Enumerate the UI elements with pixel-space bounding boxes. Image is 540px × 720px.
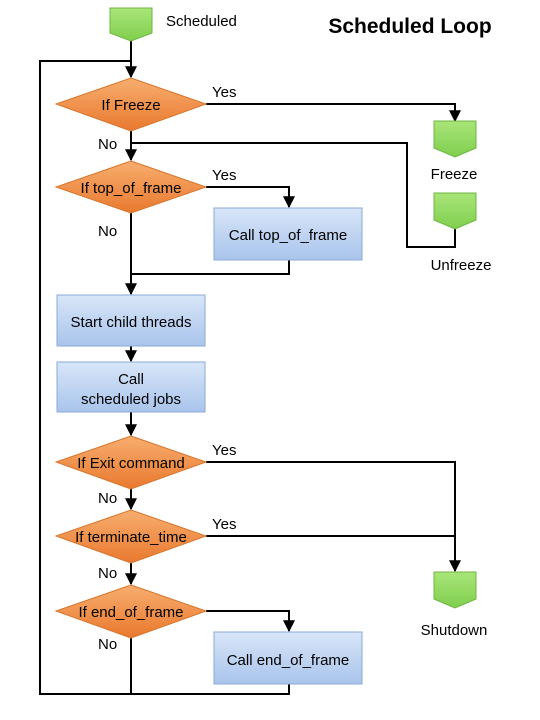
edge-call-top-of-frame-return bbox=[131, 260, 290, 275]
call-scheduled-jobs-box bbox=[56, 361, 206, 413]
call-top-of-frame-label: Call top_of_frame bbox=[229, 227, 347, 244]
edge-freeze-yes bbox=[206, 103, 461, 123]
edge-call-end-of-frame-return bbox=[131, 684, 290, 695]
if-freeze-label: If Freeze bbox=[101, 97, 160, 114]
no-label-freeze: No bbox=[98, 136, 117, 153]
yes-label-top-of-frame: Yes bbox=[212, 167, 236, 184]
scheduled-label: Scheduled bbox=[166, 13, 237, 30]
shutdown-terminal bbox=[433, 571, 477, 609]
edge-top-of-frame-yes bbox=[206, 186, 295, 209]
no-label-top-of-frame: No bbox=[98, 223, 117, 240]
if-end-of-frame-decision bbox=[54, 584, 208, 639]
no-label-end-of-frame: No bbox=[98, 636, 117, 653]
diagram-title: Scheduled Loop bbox=[328, 15, 491, 38]
shutdown-label: Shutdown bbox=[421, 622, 488, 639]
start-child-threads-box bbox=[56, 294, 206, 347]
call-top-of-frame-box bbox=[213, 207, 363, 261]
scheduled-terminal bbox=[109, 7, 153, 42]
freeze-terminal bbox=[433, 120, 477, 158]
call-scheduled-jobs-label-line1: Call bbox=[118, 371, 144, 388]
freeze-label: Freeze bbox=[431, 166, 478, 183]
unfreeze-label: Unfreeze bbox=[431, 257, 492, 274]
yes-label-terminate: Yes bbox=[212, 516, 236, 533]
yes-label-exit: Yes bbox=[212, 442, 236, 459]
call-end-of-frame-box bbox=[213, 631, 363, 685]
edge-loop-back bbox=[39, 60, 131, 695]
if-exit-command-decision bbox=[54, 435, 208, 490]
if-terminate-time-decision bbox=[54, 509, 208, 564]
call-end-of-frame-label: Call end_of_frame bbox=[227, 652, 350, 669]
edge-unfreeze-return bbox=[131, 142, 456, 248]
edge-end-of-frame-yes bbox=[206, 610, 295, 633]
if-terminate-time-label: If terminate_time bbox=[75, 529, 187, 546]
if-freeze-decision bbox=[54, 77, 208, 132]
if-exit-command-label: If Exit command bbox=[77, 455, 185, 472]
no-label-exit: No bbox=[98, 490, 117, 507]
unfreeze-terminal bbox=[433, 192, 477, 230]
no-label-terminate: No bbox=[98, 565, 117, 582]
if-top-of-frame-decision bbox=[54, 160, 208, 214]
if-end-of-frame-label: If end_of_frame bbox=[78, 604, 183, 621]
yes-label-freeze: Yes bbox=[212, 84, 236, 101]
start-child-threads-label: Start child threads bbox=[71, 314, 192, 331]
call-scheduled-jobs-label-line2: scheduled jobs bbox=[81, 391, 181, 408]
if-top-of-frame-label: If top_of_frame bbox=[81, 180, 182, 197]
edge-exit-yes bbox=[206, 461, 461, 573]
